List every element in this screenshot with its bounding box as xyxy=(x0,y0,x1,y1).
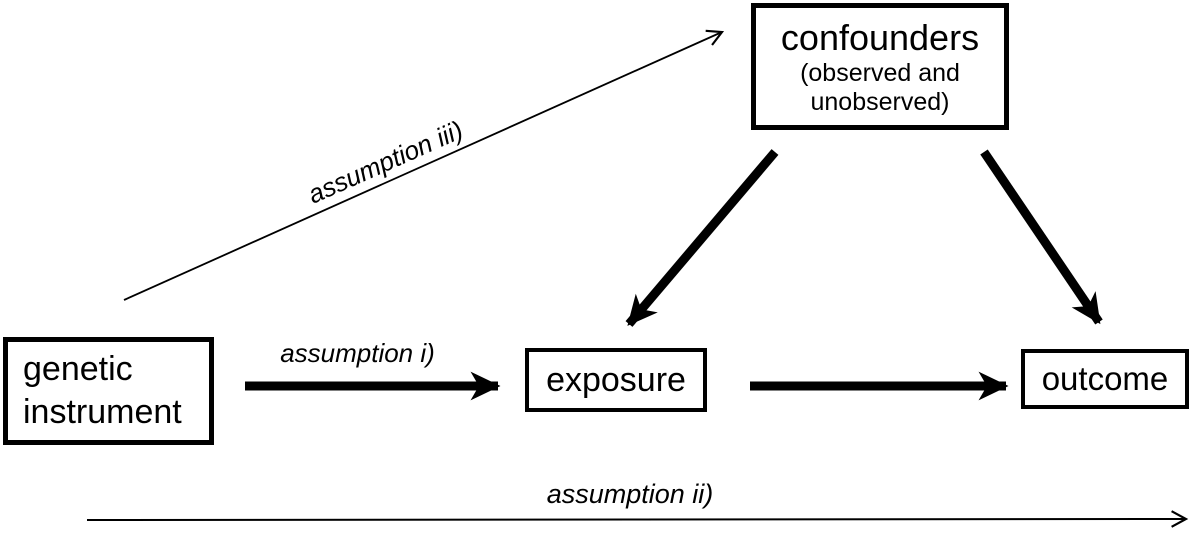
assumption-ii-label: assumption ii) xyxy=(546,479,714,509)
arrow-instrument-to-outcome xyxy=(86,510,1189,528)
node-exposure: exposure xyxy=(525,348,707,412)
exposure-label: exposure xyxy=(546,360,686,399)
node-genetic-instrument: genetic instrument xyxy=(3,337,214,445)
arrow-confounders-to-outcome xyxy=(980,149,1103,325)
genetic-instrument-label: genetic instrument xyxy=(23,349,182,431)
outcome-label: outcome xyxy=(1041,360,1169,397)
node-confounders: confounders (observed and unobserved) xyxy=(751,3,1009,130)
node-outcome: outcome xyxy=(1021,349,1189,409)
arrow-confounders-to-exposure xyxy=(625,149,779,327)
confounders-title: confounders xyxy=(780,17,980,59)
assumption-i-label: assumption i) xyxy=(280,338,435,368)
arrow-instrument-to-confounders xyxy=(123,29,725,301)
confounders-subtitle: (observed and unobserved) xyxy=(800,58,960,117)
